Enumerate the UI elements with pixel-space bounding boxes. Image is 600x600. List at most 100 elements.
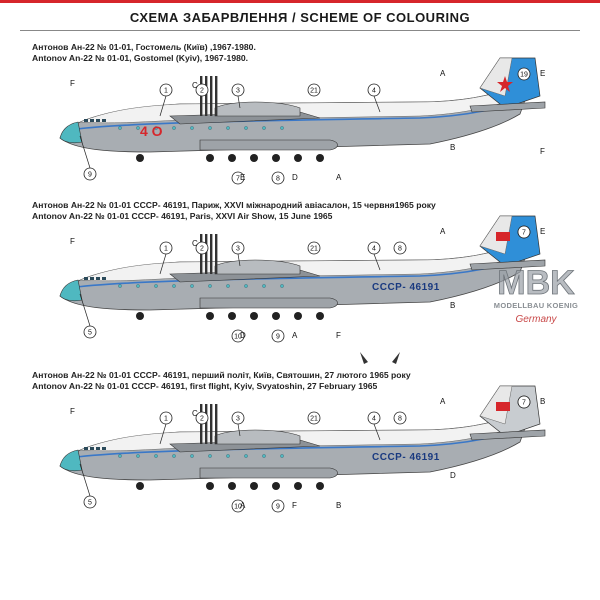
p2-cockpit-window-0 <box>84 277 88 280</box>
p2-red-flag-icon <box>496 232 510 241</box>
p2-callout-5: 4 <box>367 241 381 255</box>
p3-tailplane <box>469 429 546 441</box>
p3-porthole-0 <box>118 454 122 458</box>
p3-callout-4: 21 <box>307 411 321 425</box>
p1-letter-3: E <box>540 69 545 78</box>
p3-callout-10-circle <box>517 395 531 409</box>
p1-cockpit-window-2 <box>96 119 100 122</box>
p2-porthole-9 <box>280 284 284 288</box>
p3-callout-5-text: 4 <box>372 416 376 423</box>
p2-callout-3-text: 3 <box>236 246 240 253</box>
p2-porthole-6 <box>226 284 230 288</box>
p1-callout-0-circle <box>517 67 531 81</box>
p2-letter-0: F <box>70 237 75 246</box>
p2-wheel-0 <box>136 312 144 320</box>
p3-nose-cone <box>59 449 83 472</box>
p1-nose-cone <box>59 121 83 144</box>
p3-callout-9-text: 8 <box>398 416 402 423</box>
p1-callout-4-circle <box>307 83 321 97</box>
p1-porthole-2 <box>154 126 158 130</box>
p3-cockpit-window-2 <box>96 447 100 450</box>
p2-porthole-5 <box>208 284 212 288</box>
p1-leader-3 <box>237 95 241 109</box>
profile-3-caption-ua: Антонов Ан-22 № 01-01 СССР- 46191, перши… <box>32 370 411 380</box>
profile-2-caption-ua: Антонов Ан-22 № 01-01 СССР- 46191, Париж… <box>32 200 436 210</box>
p3-callout-1: 1 <box>159 411 173 425</box>
p2-callout-8-text: 10 <box>234 334 242 341</box>
profile-2-caption-en: Antonov An-22 № 01-01 СССР- 46191, Paris… <box>32 211 333 221</box>
p1-leader-nose <box>79 135 91 169</box>
p2-wheel-2 <box>228 312 236 320</box>
p2-leader-3 <box>237 253 241 267</box>
p3-letter-1: C <box>192 409 198 418</box>
profile-2: СССР- 461916123214591087FCAEBDAF <box>0 214 600 354</box>
profile-3-caption-en: Antonov An-22 № 01-01 СССР- 46191, first… <box>32 381 378 391</box>
aircraft-profile-3: СССР- 461916123214591087FCABDAFB <box>59 385 546 513</box>
mbk-watermark: MBK MODELLBAU KOENIG Germany <box>486 258 586 338</box>
p3-registration: СССР- 46191 <box>372 452 440 463</box>
p1-letter-1: C <box>192 81 198 90</box>
aircraft-profile-2: СССР- 461916123214591087FCAEBDAF <box>59 215 545 343</box>
p2-porthole-8 <box>262 284 266 288</box>
p2-callout-2-circle <box>195 241 209 255</box>
p3-prop-blade-3 <box>215 404 218 444</box>
p3-porthole-1 <box>136 454 140 458</box>
p1-callout-5: 4 <box>367 83 381 97</box>
p1-letter-2: A <box>440 69 446 78</box>
p3-callout-7-circle <box>271 499 285 513</box>
p1-porthole-4 <box>190 126 194 130</box>
p2-wheel-3 <box>250 312 258 320</box>
p1-callout-1: 1 <box>159 83 173 97</box>
p1-callout-3: 3 <box>231 83 245 97</box>
p3-wheel-6 <box>316 482 324 490</box>
p1-callout-6-text: 9 <box>88 172 92 179</box>
p1-callout-2-text: 2 <box>200 88 204 95</box>
p2-callout-1: 1 <box>159 241 173 255</box>
p3-leader-1 <box>159 423 167 445</box>
p3-letter-6: F <box>292 501 297 510</box>
p1-callout-8-text: 7 <box>236 176 240 183</box>
p1-letter-7: A <box>336 173 342 182</box>
p1-callout-2: 2 <box>195 83 209 97</box>
p3-wheel-5 <box>294 482 302 490</box>
p2-letter-2: A <box>440 227 446 236</box>
p3-callout-10: 7 <box>517 395 531 409</box>
p2-wheel-5 <box>294 312 302 320</box>
p1-callout-0: 19 <box>517 67 531 81</box>
p3-callout-5: 4 <box>367 411 381 425</box>
prop-tip-left <box>360 352 368 364</box>
p3-callout-3: 3 <box>231 411 245 425</box>
p3-callout-3-text: 3 <box>236 416 240 423</box>
p1-callout-7-circle <box>271 171 285 185</box>
p1-porthole-6 <box>226 126 230 130</box>
p1-red-star-icon <box>497 76 513 92</box>
p2-letter-5: D <box>240 331 246 340</box>
p1-leader-1 <box>159 95 167 117</box>
p2-callout-2: 2 <box>195 241 209 255</box>
p3-red-flag-icon <box>496 402 510 411</box>
p2-callout-4-text: 21 <box>310 246 318 253</box>
p2-callout-7-text: 9 <box>276 334 280 341</box>
p3-prop-blade-2 <box>210 404 213 444</box>
prop-tip-right <box>392 352 400 364</box>
p2-prop-blade-1 <box>205 234 208 274</box>
p2-nose-cone <box>59 279 83 302</box>
mbk-line2: MODELLBAU KOENIG <box>494 301 578 310</box>
p3-prop-blade-1 <box>205 404 208 444</box>
p2-prop-blade-3 <box>215 234 218 274</box>
p1-callout-8-circle <box>231 171 245 185</box>
p1-letter-0: F <box>70 79 75 88</box>
p3-letter-3: B <box>540 397 545 406</box>
p1-wheel-2 <box>228 154 236 162</box>
p3-engine-nacelle <box>214 429 301 445</box>
p1-callout-2-circle <box>195 83 209 97</box>
p1-leader-4 <box>373 95 381 113</box>
p2-callout-7: 9 <box>271 329 285 343</box>
p1-callout-4: 21 <box>307 83 321 97</box>
p2-callout-3: 3 <box>231 241 245 255</box>
p3-callout-9-circle <box>393 411 407 425</box>
p1-wheel-4 <box>272 154 280 162</box>
p2-callout-6-text: 5 <box>88 330 92 337</box>
p2-cockpit-window-3 <box>102 277 106 280</box>
